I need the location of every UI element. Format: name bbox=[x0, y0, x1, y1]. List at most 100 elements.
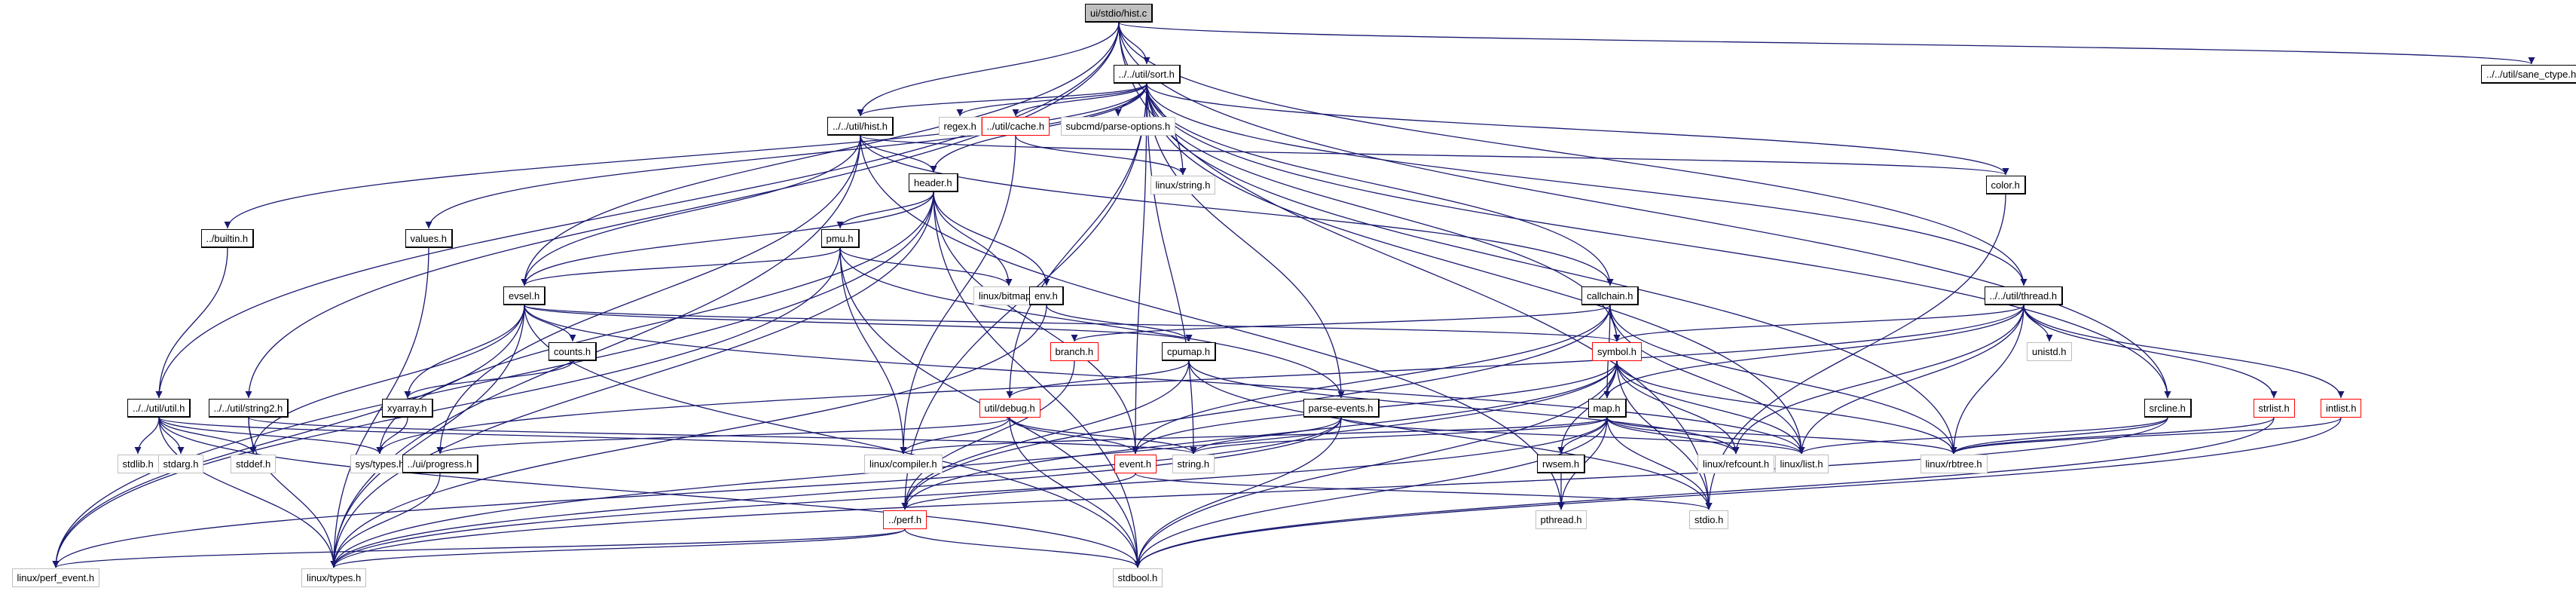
node-env-h[interactable]: env.h bbox=[1029, 286, 1064, 305]
node-parse-options-h[interactable]: subcmd/parse-options.h bbox=[1060, 117, 1176, 136]
edge-sort-h-to-hist-h bbox=[857, 83, 1147, 117]
node-stdio-h[interactable]: stdio.h bbox=[1689, 510, 1729, 529]
node-linux-perf-event-h[interactable]: linux/perf_event.h bbox=[11, 568, 100, 587]
node-linux-rbtree-h[interactable]: linux/rbtree.h bbox=[1920, 455, 1988, 473]
edge-hist-c-to-util-h bbox=[155, 22, 1120, 399]
edge-strlist-h-to-linux-rbtree-h bbox=[1950, 417, 2275, 455]
edge-symbol-h-to-linux-types-h bbox=[330, 360, 1618, 568]
node-stdbool-h[interactable]: stdbool.h bbox=[1112, 568, 1163, 587]
node-xyarray-h[interactable]: xyarray.h bbox=[382, 399, 433, 418]
edge-debug-h-to-linux-compiler-h bbox=[900, 417, 1010, 455]
edge-hist-c-to-srcline-h bbox=[1118, 22, 2171, 399]
edge-callchain-h-to-linux-list-h bbox=[1609, 305, 1805, 455]
node-srcline-h[interactable]: srcline.h bbox=[2144, 399, 2192, 418]
node-map-h[interactable]: map.h bbox=[1587, 399, 1627, 418]
edge-sort-h-to-string-h bbox=[1146, 83, 1197, 455]
node-cache-h[interactable]: ../util/cache.h bbox=[981, 117, 1050, 136]
edge-hist-h-to-linux-types-h bbox=[330, 135, 861, 568]
node-intlist-h[interactable]: intlist.h bbox=[2321, 399, 2362, 418]
edge-sort-h-to-cache-h bbox=[1012, 83, 1147, 117]
node-stdarg-h[interactable]: stdarg.h bbox=[157, 455, 204, 473]
node-counts-h[interactable]: counts.h bbox=[549, 342, 597, 361]
edge-sort-h-to-debug-h bbox=[1006, 83, 1147, 399]
edge-sort-h-to-callchain-h bbox=[1146, 83, 1614, 286]
node-color-h[interactable]: color.h bbox=[1985, 176, 2026, 194]
node-linux-types-h[interactable]: linux/types.h bbox=[301, 568, 367, 587]
edge-evsel-h-to-xyarray-h bbox=[404, 305, 525, 399]
edge-map-h-to-linux-list-h bbox=[1606, 417, 1805, 455]
edge-debug-h-to-progress-h bbox=[436, 417, 1010, 455]
edge-header-h-to-env-h bbox=[933, 191, 1050, 286]
edge-evsel-h-to-linux-perf-event-h bbox=[52, 305, 525, 568]
node-regex-h[interactable]: regex.h bbox=[938, 117, 982, 136]
node-header-h[interactable]: header.h bbox=[909, 173, 958, 192]
edge-callchain-h-to-branch-h bbox=[1071, 305, 1611, 342]
node-builtin-h[interactable]: ../builtin.h bbox=[200, 229, 255, 248]
node-event-h[interactable]: event.h bbox=[1114, 455, 1157, 473]
edge-builtin-h-to-util-h bbox=[155, 247, 228, 399]
edge-header-h-to-linux-perf-event-h bbox=[52, 191, 934, 568]
node-linux-list-h[interactable]: linux/list.h bbox=[1774, 455, 1829, 473]
node-pmu-h[interactable]: pmu.h bbox=[820, 229, 860, 248]
edge-parse-events-h-to-linux-types-h bbox=[330, 417, 1342, 568]
edge-map-h-to-string-h bbox=[1190, 417, 1608, 455]
edge-color-h-to-stdio-h bbox=[1705, 194, 2006, 510]
edge-cpumap-h-to-perf-h bbox=[901, 360, 1190, 510]
node-linux-compiler-h[interactable]: linux/compiler.h bbox=[864, 455, 943, 473]
node-values-h[interactable]: values.h bbox=[405, 229, 453, 248]
edge-header-h-to-linux-types-h bbox=[330, 191, 934, 568]
edge-debug-h-to-event-h bbox=[1009, 417, 1139, 455]
edge-env-h-to-cpumap-h bbox=[1046, 305, 1193, 342]
node-symbol-h[interactable]: symbol.h bbox=[1592, 342, 1642, 361]
edge-perf-h-to-stdbool-h bbox=[904, 528, 1141, 568]
node-evsel-h[interactable]: evsel.h bbox=[503, 286, 546, 305]
node-hist-c[interactable]: ui/stdio/hist.c bbox=[1085, 4, 1154, 23]
edge-header-h-to-evsel-h bbox=[521, 191, 934, 286]
edge-util-h-to-linux-compiler-h bbox=[158, 417, 907, 455]
edge-perf-h-to-linux-perf-event-h bbox=[52, 528, 906, 568]
node-strlist-h[interactable]: strlist.h bbox=[2253, 399, 2295, 418]
node-perf-h[interactable]: ../perf.h bbox=[883, 510, 927, 529]
node-rwsem-h[interactable]: rwsem.h bbox=[1537, 455, 1586, 473]
edge-header-h-to-linux-bitmap-h bbox=[933, 191, 1013, 286]
edge-thread-h-to-linux-rbtree-h bbox=[1950, 305, 2024, 455]
edge-header-h-to-pmu-h bbox=[836, 191, 934, 229]
edge-strlist-h-to-stdbool-h bbox=[1134, 417, 2275, 568]
edge-sort-h-to-linux-list-h bbox=[1146, 83, 1805, 455]
edge-thread-h-to-unistd-h bbox=[2023, 305, 2053, 342]
node-parse-events-h[interactable]: parse-events.h bbox=[1303, 399, 1380, 418]
node-thread-h[interactable]: ../../util/thread.h bbox=[1984, 286, 2064, 305]
edge-sort-h-to-thread-h bbox=[1146, 83, 2027, 286]
node-hist-h[interactable]: ../../util/hist.h bbox=[827, 117, 894, 136]
node-progress-h[interactable]: ../ui/progress.h bbox=[402, 455, 478, 473]
node-callchain-h[interactable]: callchain.h bbox=[1581, 286, 1639, 305]
edge-hist-c-to-sane-ctype-h bbox=[1118, 22, 2535, 65]
edge-map-h-to-linux-rbtree-h bbox=[1606, 417, 1957, 455]
node-stdlib-h[interactable]: stdlib.h bbox=[117, 455, 159, 473]
node-linux-refcount-h[interactable]: linux/refcount.h bbox=[1697, 455, 1775, 473]
edge-cpumap-h-to-debug-h bbox=[1006, 360, 1190, 399]
node-sys-types-h[interactable]: sys/types.h bbox=[350, 455, 410, 473]
node-string2-h[interactable]: ../../util/string2.h bbox=[208, 399, 289, 418]
edge-hist-h-to-color-h bbox=[860, 135, 2009, 176]
edge-util-h-to-sys-types-h bbox=[158, 417, 383, 455]
edge-sort-h-to-srcline-h bbox=[1146, 83, 2171, 399]
node-debug-h[interactable]: util/debug.h bbox=[979, 399, 1040, 418]
node-unistd-h[interactable]: unistd.h bbox=[2027, 342, 2072, 361]
node-linux-string-h[interactable]: linux/string.h bbox=[1150, 176, 1216, 194]
edge-evsel-h-to-linux-list-h bbox=[524, 305, 1805, 455]
edge-hist-h-to-callchain-h bbox=[860, 135, 1614, 286]
edge-debug-h-to-stdbool-h bbox=[1009, 417, 1141, 568]
node-sane-ctype-h[interactable]: ../../util/sane_ctype.h bbox=[2481, 65, 2576, 84]
node-pthread-h[interactable]: pthread.h bbox=[1535, 510, 1587, 529]
node-cpumap-h[interactable]: cpumap.h bbox=[1162, 342, 1217, 361]
node-string-h[interactable]: string.h bbox=[1172, 455, 1215, 473]
node-sort-h[interactable]: ../../util/sort.h bbox=[1113, 65, 1181, 84]
node-stddef-h[interactable]: stddef.h bbox=[231, 455, 277, 473]
node-branch-h[interactable]: branch.h bbox=[1050, 342, 1099, 361]
edge-srcline-h-to-linux-types-h bbox=[330, 417, 2168, 568]
edge-util-h-to-stdlib-h bbox=[134, 417, 160, 455]
edge-util-h-to-stdbool-h bbox=[158, 417, 1141, 568]
edge-sort-h-to-builtin-h bbox=[224, 83, 1147, 229]
node-util-h[interactable]: ../../util/util.h bbox=[127, 399, 191, 418]
